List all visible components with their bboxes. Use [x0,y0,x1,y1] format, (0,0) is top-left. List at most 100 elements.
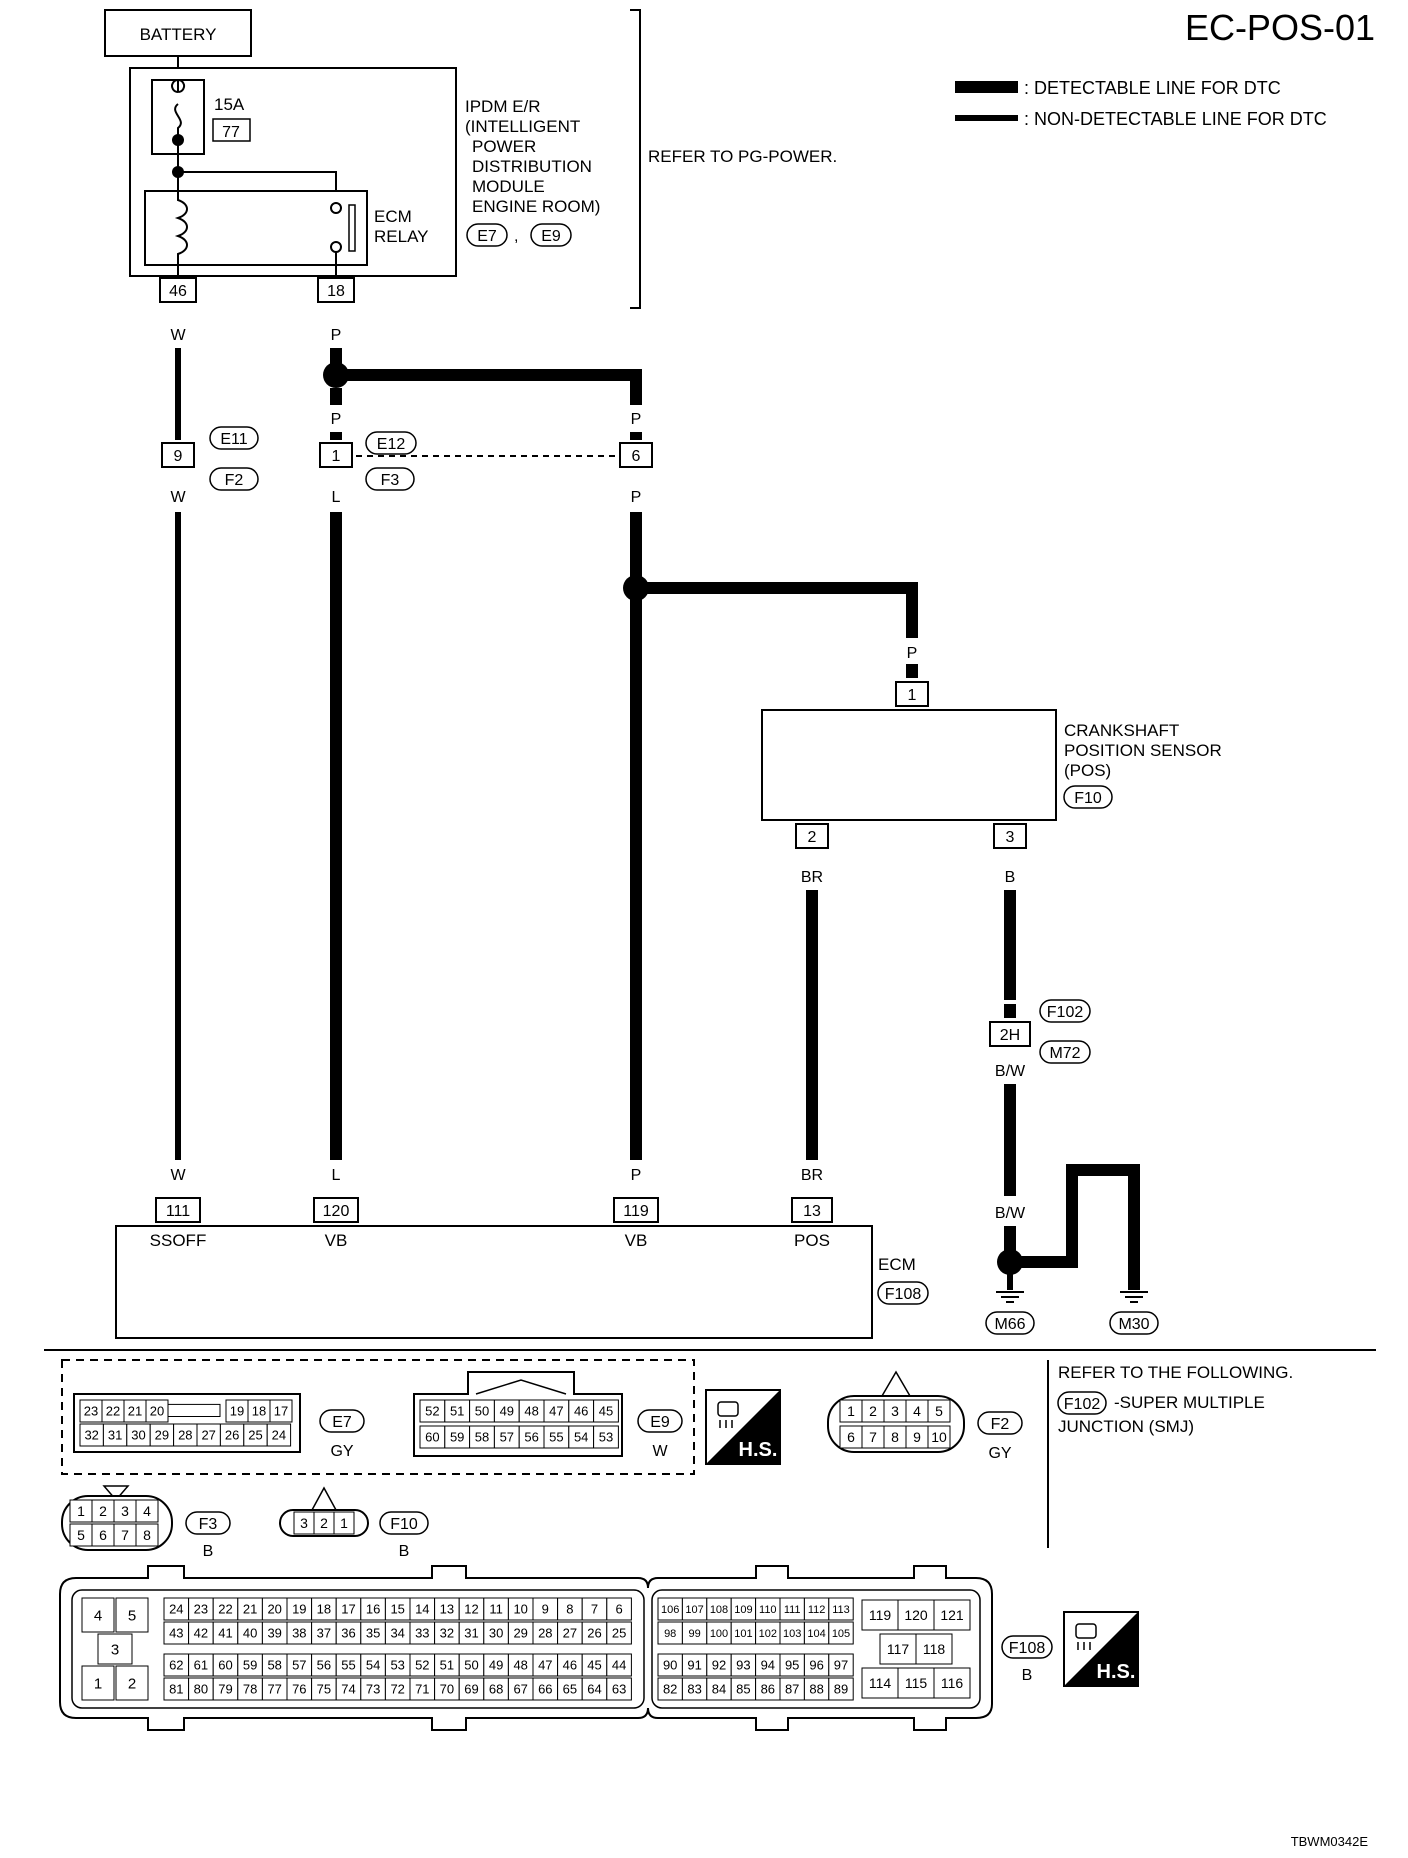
f108-pin-121-label: 121 [940,1607,964,1623]
connector-e9-color: W [652,1443,668,1460]
f108-pin-46-label: 46 [563,1658,577,1673]
f108-pin-3 [97,1633,133,1665]
f108-pin-16-label: 16 [366,1602,380,1617]
junction-e11-pin-9 [161,442,195,468]
wire-color-b-1: B [1005,869,1016,886]
wire-color-p-4: P [631,489,642,506]
f108-pin-114 [861,1667,899,1699]
f3-pin-1-label: 1 [77,1503,85,1519]
e9-pin-53 [593,1425,619,1449]
f108-pin-99-label: 99 [688,1628,700,1640]
f108-pin-100-label: 100 [710,1628,728,1640]
wire-p-vb: 18 P P 1 E12 F3 L L [317,277,642,1184]
f108-pin-31-label: 31 [464,1626,478,1641]
e7-pin-23-label: 23 [84,1404,98,1419]
f108-pin-120 [897,1599,935,1631]
ecm-terminal-ssoff: SSOFF [150,1231,207,1250]
relay-coil [174,191,188,276]
f108-pin-11-label: 11 [489,1602,503,1617]
f108-pin-41-label: 41 [218,1626,232,1641]
f108-pin-26-label: 26 [587,1626,601,1641]
legend: : DETECTABLE LINE FOR DTC : NON-DETECTAB… [955,78,1327,129]
f108-pin-67-label: 67 [513,1682,527,1697]
f108-pin-114-label: 114 [869,1675,892,1691]
f108-pin-70-label: 70 [440,1682,454,1697]
f108-pin-20-label: 20 [267,1602,281,1617]
cks-line3: (POS) [1064,761,1111,780]
refer-following-title: REFER TO THE FOLLOWING. [1058,1363,1293,1382]
wire-color-p-5: P [907,645,918,662]
e7-pin-31-label: 31 [108,1428,122,1443]
f108-pin-47-label: 47 [538,1658,552,1673]
ipdm-terminal-46-label: 46 [169,283,187,300]
ecm-terminal-119-label: 119 [623,1203,649,1220]
ipdm-line6: ENGINE ROOM) [472,197,600,216]
ipdm-connector-e9: E9 [541,228,561,245]
wire-color-b-2: B [1005,987,1016,1004]
refer-following-code: F102 [1064,1396,1101,1413]
f2-pin-10 [927,1425,951,1449]
f108-pin-96-label: 96 [809,1658,823,1673]
f108-pin-108-label: 108 [710,1604,728,1616]
f108-pin-80-label: 80 [194,1682,208,1697]
f108-pin-119-label: 119 [869,1607,892,1623]
f108-pin-48-label: 48 [513,1658,527,1673]
f108-pin-82-label: 82 [663,1682,677,1697]
e7-key [167,1403,221,1418]
connector-e7-color: GY [330,1443,353,1460]
ecm-terminal-13-label: 13 [803,1203,821,1220]
e9-pin-54-label: 54 [574,1430,588,1445]
wire-p-branch: P 6 P P P [619,411,918,1184]
junction-e12-pin-6 [619,442,653,468]
e7-pin-21-label: 21 [128,1404,142,1419]
f108-pin-39-label: 39 [267,1626,281,1641]
f10-pin-3-label: 3 [300,1515,308,1531]
wire-color-w-1: W [170,327,186,344]
f108-pin-43-label: 43 [169,1626,183,1641]
f108-pin-113-label: 113 [832,1604,850,1616]
e7-pin-19-label: 19 [230,1404,244,1419]
cks-line2: POSITION SENSOR [1064,741,1222,760]
fuse-number-box [212,118,251,142]
e7-e9-group [61,1359,695,1475]
junction-f102-pin-2h-label: 2H [1000,1027,1020,1044]
cks-pin-2-label: 2 [808,829,817,846]
page-code: EC-POS-01 [1185,7,1375,48]
f108-pin-84-label: 84 [712,1682,726,1697]
crankshaft-position-sensor: 1 CRANKSHAFT POSITION SENSOR (POS) F10 2… [761,681,1222,849]
junction-e12-pin-1-label: 1 [332,448,341,465]
f2-pin-5-label: 5 [935,1403,943,1419]
connector-e7-code: E7 [332,1414,352,1431]
f108-pin-77-label: 77 [267,1682,281,1697]
e9-pin-48-label: 48 [524,1404,538,1419]
f108-pin-105-label: 105 [832,1628,850,1640]
f108-pin-9-label: 9 [542,1602,549,1617]
cks-pin-2 [795,823,829,849]
e9-pin-55-label: 55 [549,1430,563,1445]
f108-pin-81-label: 81 [169,1682,183,1697]
ecm-terminal-120-label: 120 [323,1203,350,1220]
e7-pin-20-label: 20 [150,1404,164,1419]
f108-pin-102-label: 102 [759,1628,777,1640]
e7-pin-28-label: 28 [178,1428,192,1443]
ipdm-terminal-18 [317,277,355,303]
f108-pin-12-label: 12 [464,1602,478,1617]
f108-pin-71-label: 71 [415,1682,429,1697]
f108-pin-65-label: 65 [563,1682,577,1697]
f108-pin-14-label: 14 [415,1602,429,1617]
f108-pin-2-label: 2 [128,1675,136,1692]
f108-pin-106-label: 106 [661,1604,679,1616]
fuse-symbol [171,79,186,140]
ecm-terminal-13 [791,1197,833,1223]
e9-pin-47-label: 47 [549,1404,563,1419]
e9-pin-53-label: 53 [599,1430,613,1445]
f108-pin-118 [915,1633,953,1665]
wire-color-br-2: BR [801,1167,823,1184]
e7-pin-22-label: 22 [106,1404,120,1419]
f2-pin-5 [927,1399,951,1423]
ipdm-line5: MODULE [472,177,545,196]
f108-pin-1 [81,1665,115,1701]
